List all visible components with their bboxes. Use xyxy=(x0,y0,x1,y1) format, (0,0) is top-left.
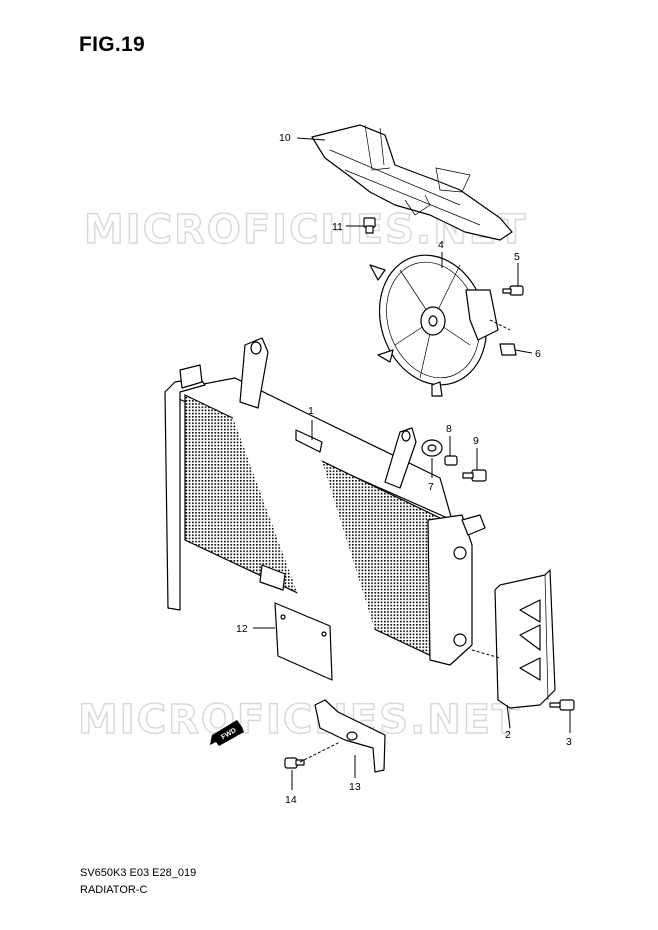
figure-name: RADIATOR-C xyxy=(80,884,148,896)
part-2-side-guard xyxy=(494,569,556,709)
part-14-bolt xyxy=(284,757,305,769)
figure-code: SV650K3 E03 E28_019 xyxy=(80,867,197,879)
part-6-nut xyxy=(499,343,517,356)
figure-title: FIG.19 xyxy=(79,33,145,56)
part-3-bolt xyxy=(549,699,575,711)
callout-6: 6 xyxy=(535,348,541,360)
callout-14: 14 xyxy=(285,794,297,806)
fwd-arrow-icon: FWD xyxy=(210,720,244,746)
callout-4: 4 xyxy=(438,239,444,251)
part-5-bolt xyxy=(502,285,524,296)
leader-lines xyxy=(253,137,571,790)
callout-7: 7 xyxy=(428,481,434,493)
part-9-bolt xyxy=(462,469,487,482)
callout-1: 1 xyxy=(308,405,314,417)
part-1-radiator xyxy=(164,337,486,666)
callout-10: 10 xyxy=(279,132,291,144)
part-8-collar xyxy=(444,455,458,466)
callout-11: 11 xyxy=(332,221,343,233)
callout-5: 5 xyxy=(514,251,520,263)
part-4-cooling-fan xyxy=(369,254,499,397)
callout-12: 12 xyxy=(236,623,248,635)
callout-13: 13 xyxy=(349,781,361,793)
callout-8: 8 xyxy=(446,423,452,435)
callout-labels: 1 2 3 4 5 6 7 8 9 10 11 12 13 14 xyxy=(236,132,572,806)
callout-2: 2 xyxy=(505,729,511,741)
part-10-upper-cover xyxy=(311,124,513,241)
part-13-lower-bracket xyxy=(314,699,386,773)
callout-9: 9 xyxy=(473,435,479,447)
part-7-grommet xyxy=(421,439,443,457)
part-11-nut xyxy=(363,217,376,234)
part-12-plate xyxy=(274,602,333,681)
watermark-bottom: MICROFICHES.NET xyxy=(78,697,521,743)
callout-3: 3 xyxy=(566,736,572,748)
